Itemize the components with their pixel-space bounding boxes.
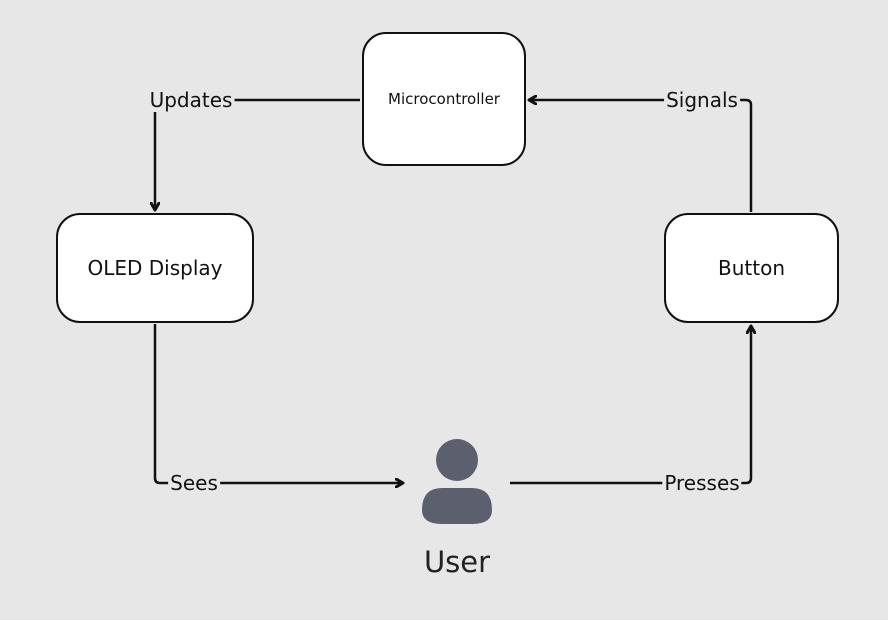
node-oled-display: OLED Display — [56, 213, 254, 323]
edge-label-signals: Signals — [664, 88, 740, 112]
edge-label-updates: Updates — [147, 88, 235, 112]
edge-label-presses: Presses — [662, 471, 742, 495]
person-icon — [422, 439, 492, 524]
node-oled-display-label: OLED Display — [87, 256, 223, 280]
edge-updates — [155, 98, 360, 210]
node-microcontroller: Microcontroller — [362, 32, 526, 166]
edge-signals — [529, 100, 753, 212]
edge-label-sees: Sees — [168, 471, 220, 495]
user-label: User — [423, 545, 491, 579]
edge-sees — [153, 324, 403, 483]
edge-presses — [510, 326, 751, 485]
node-button-label: Button — [718, 256, 785, 280]
node-button: Button — [664, 213, 839, 323]
node-microcontroller-label: Microcontroller — [388, 90, 500, 108]
